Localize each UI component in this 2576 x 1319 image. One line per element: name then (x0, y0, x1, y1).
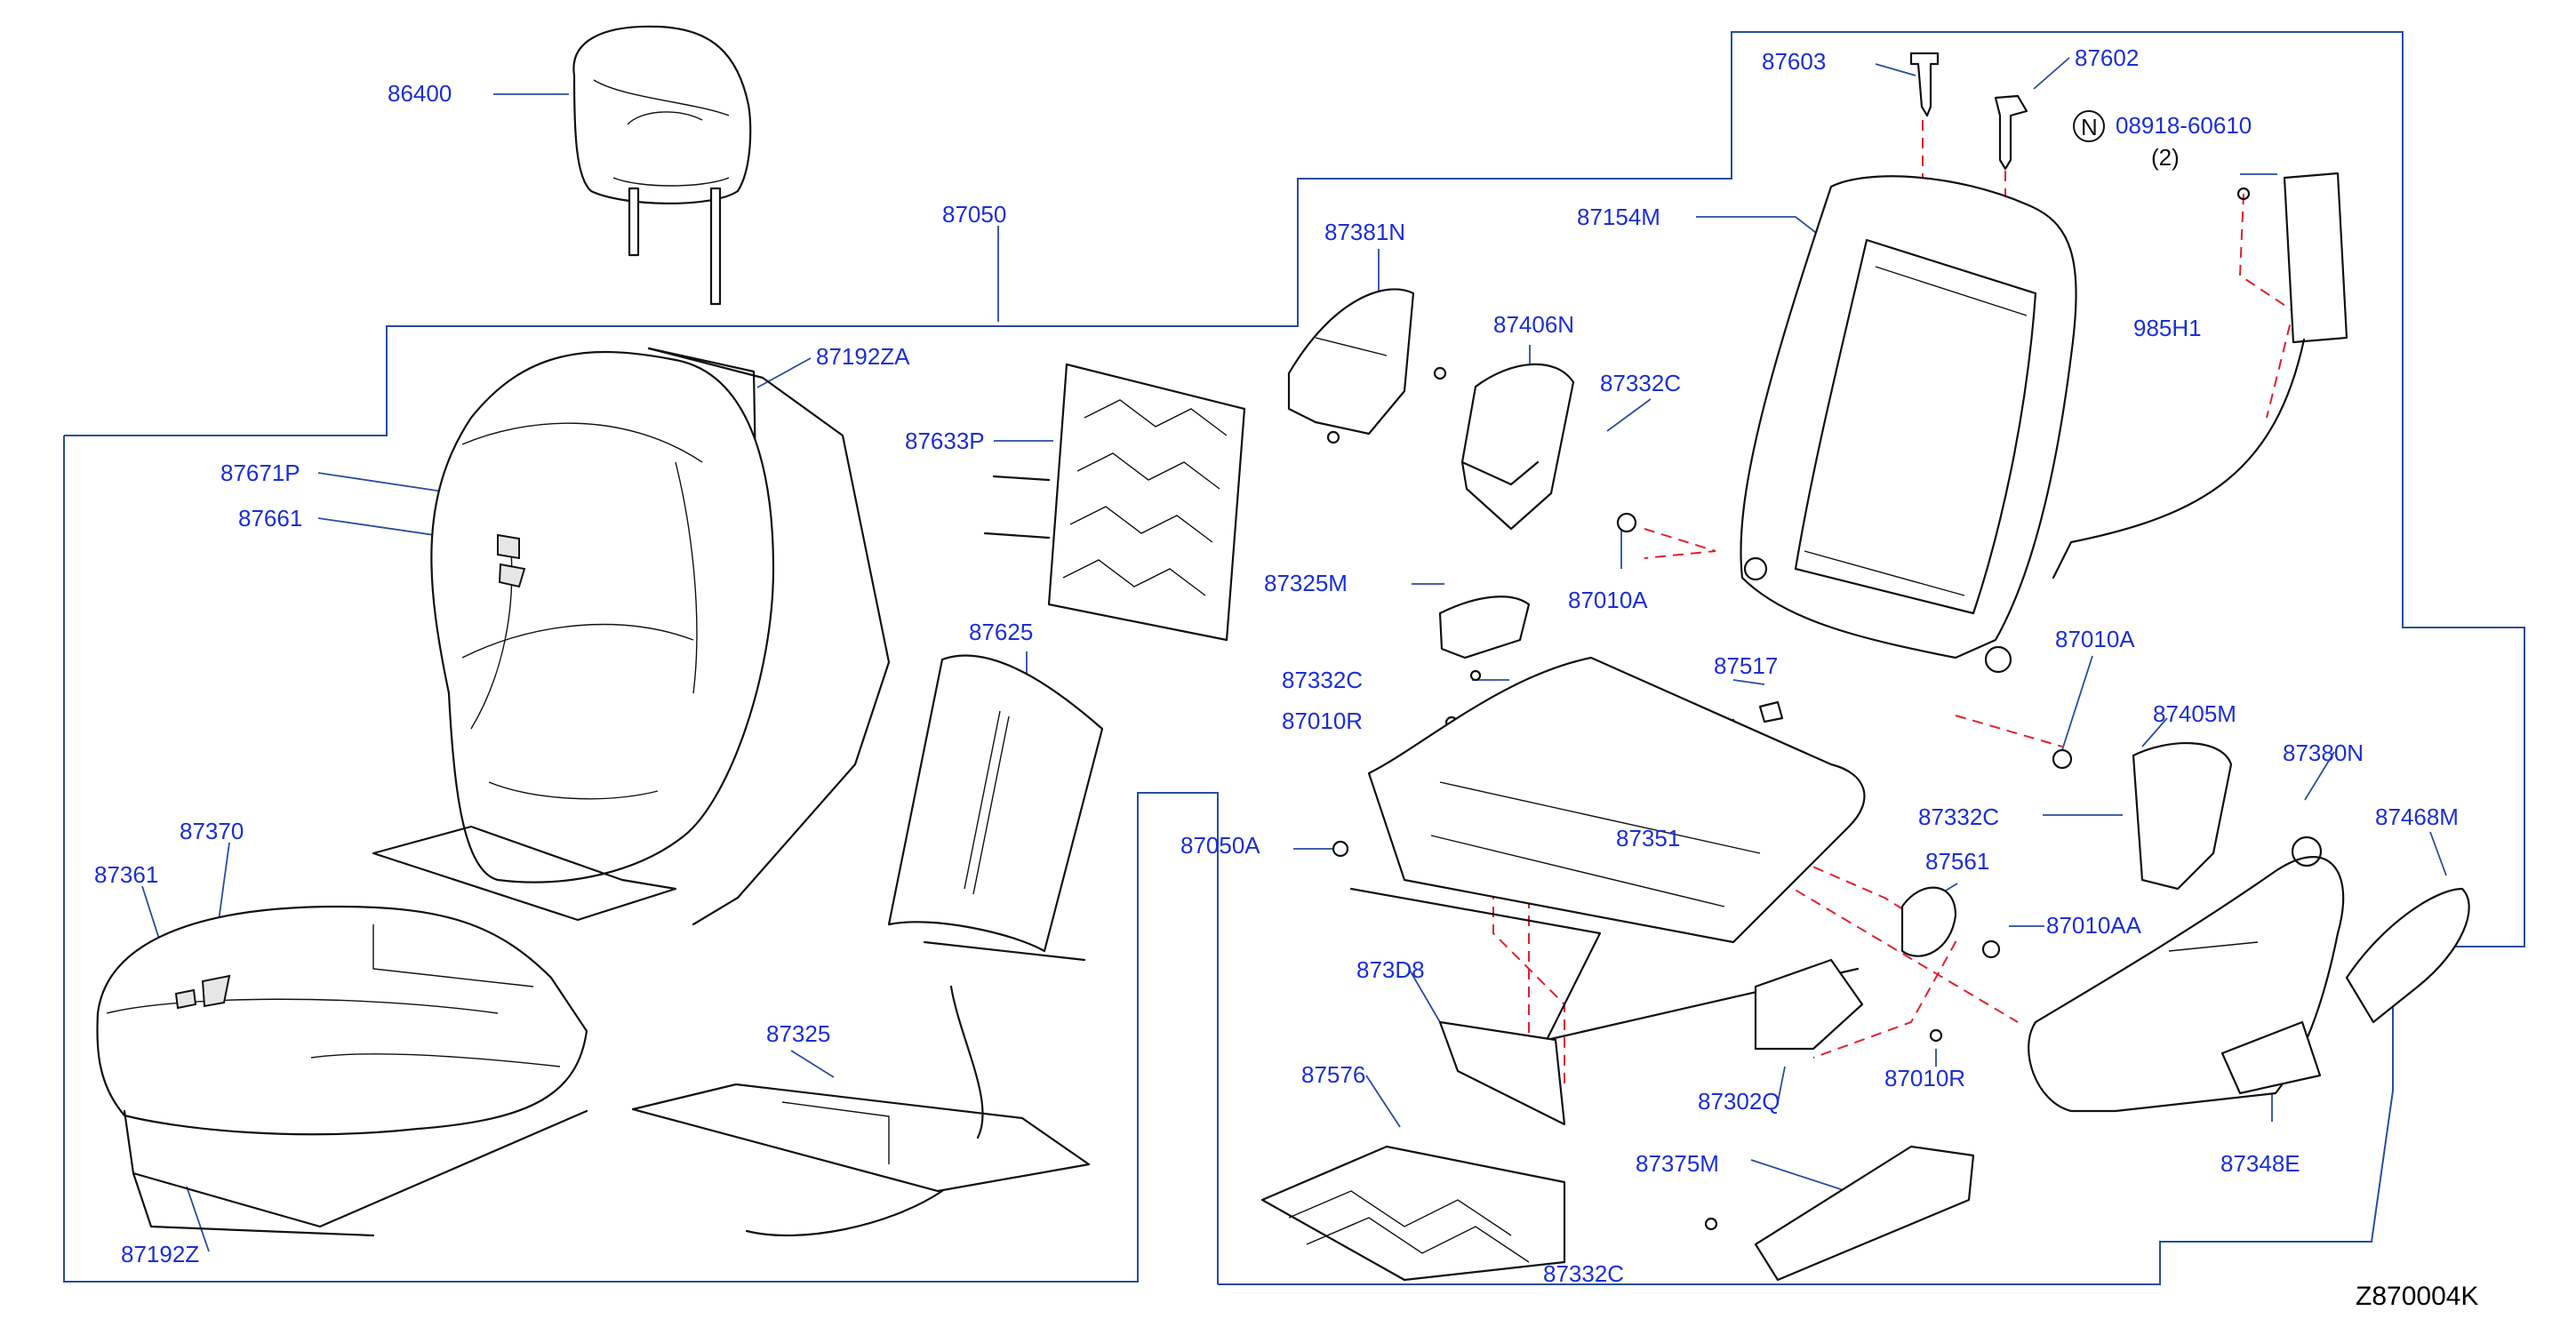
label-87468m: 87468M (2375, 803, 2459, 830)
label-87381n: 87381N (1324, 219, 1405, 245)
part-87603-headrest-guide (1909, 52, 1940, 117)
part-87633p-spring-mat (983, 363, 1246, 642)
part-87405m-inner-cover (2132, 742, 2233, 891)
part-87154m-back-frame (1740, 175, 2077, 674)
label-87661: 87661 (238, 505, 302, 532)
label-87405m: 87405M (2153, 700, 2236, 727)
n-badge-circle (2073, 110, 2105, 142)
label-87154m: 87154M (1577, 204, 1660, 230)
group-frame-87050 (64, 31, 2525, 1285)
part-87050-seat-back-cushion (372, 350, 775, 922)
label-87302q: 87302Q (1698, 1088, 1780, 1115)
label-08918-60610: 08918-60610 (2116, 112, 2252, 139)
label-87192z: 87192Z (121, 1241, 199, 1267)
part-87406n-side-cover (1460, 363, 1575, 531)
label-87375m: 87375M (1636, 1150, 1719, 1177)
part-87348e-lever (2220, 1020, 2322, 1095)
diagram-code: Z870004K (2356, 1282, 2478, 1311)
part-87375m-finisher (1704, 1145, 1975, 1282)
label-985h1: 985H1 (2133, 315, 2202, 341)
label-87603: 87603 (1762, 48, 1826, 75)
part-87602-headrest-guide-lock (1994, 94, 2028, 171)
label-87576: 87576 (1301, 1061, 1365, 1088)
label-873d8: 873D8 (1356, 956, 1425, 983)
label-87050a: 87050A (1180, 832, 1260, 859)
label-87010a-b: 87010A (2055, 626, 2135, 652)
label-87406n: 87406N (1493, 311, 1574, 338)
label-86400: 86400 (388, 80, 452, 107)
part-87325-heater-pad (631, 985, 1091, 1237)
label-87325m: 87325M (1264, 570, 1348, 596)
part-87561-pulley (1900, 886, 1957, 957)
part-87381n-bracket (1287, 288, 1447, 444)
label-87010a-a: 87010A (1568, 587, 1648, 613)
part-985h1-side-airbag (2052, 110, 2348, 580)
label-87010r-b: 87010R (1884, 1065, 1965, 1091)
label-87348e: 87348E (2220, 1150, 2300, 1177)
n-badge-letter: N (2081, 114, 2098, 140)
part-87468m-knob (2345, 887, 2470, 1024)
label-87010r-a: 87010R (1282, 707, 1363, 734)
group-frame-87050a (1138, 792, 1219, 1284)
label-87602: 87602 (2075, 44, 2139, 71)
label-87332c-c: 87332C (1918, 803, 1999, 830)
label-87050: 87050 (942, 201, 1006, 228)
label-87332c-b: 87332C (1282, 667, 1363, 693)
label-87010aa: 87010AA (2046, 912, 2142, 939)
label-87671p: 87671P (220, 460, 300, 486)
label-87633p: 87633P (905, 428, 985, 454)
label-87325: 87325 (766, 1020, 830, 1047)
part-87302q-bracket (1754, 958, 1864, 1051)
part-86400-headrest (572, 25, 752, 306)
label-87361: 87361 (94, 861, 158, 888)
part-labels: 86400 87050 87192ZA 87671P 87661 87370 8… (94, 44, 2478, 1311)
part-87370-seat-cushion (96, 905, 588, 1136)
label-87380n: 87380N (2283, 739, 2364, 766)
label-87370: 87370 (180, 818, 244, 844)
label-87332c-d: 87332C (1543, 1260, 1624, 1287)
part-87325m-knob-cover (1438, 596, 1531, 682)
label-08918-qty: (2) (2151, 144, 2180, 171)
part-873d8-bracket (1438, 1020, 1566, 1126)
label-87561: 87561 (1925, 848, 1989, 875)
label-87192za: 87192ZA (816, 343, 910, 370)
label-87351: 87351 (1616, 825, 1680, 851)
part-87625-back-board (887, 654, 1104, 962)
label-87332c-a: 87332C (1600, 370, 1681, 396)
part-87192z-seat-pad (123, 1109, 588, 1237)
label-87517: 87517 (1714, 652, 1778, 679)
part-87351-seat-frame (1349, 656, 1866, 1042)
part-87576-spring-mat (1260, 1145, 1566, 1282)
label-87625: 87625 (969, 619, 1033, 645)
